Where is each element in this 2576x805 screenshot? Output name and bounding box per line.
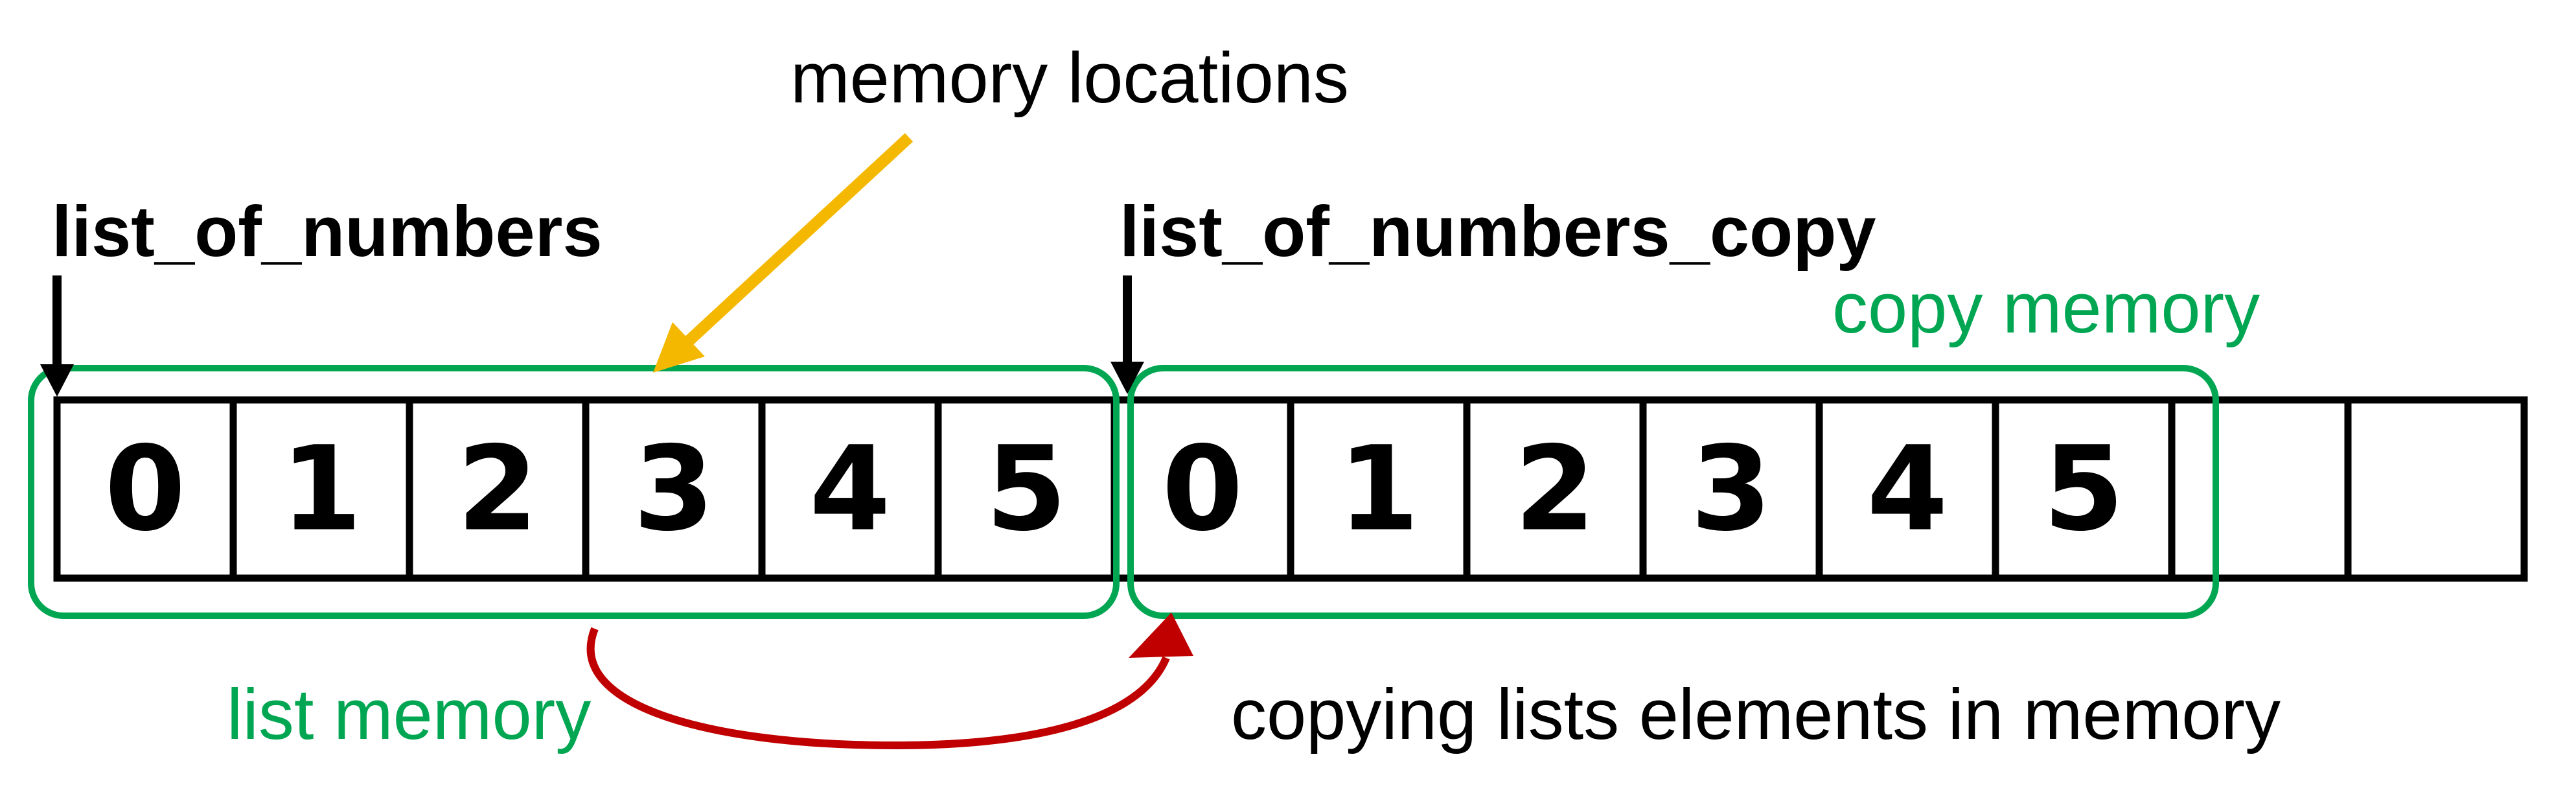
memory-cell-value: 3 (633, 422, 714, 557)
memory-cell-value: 4 (1867, 422, 1948, 557)
memory-cell (1463, 396, 1647, 582)
memory-cell-value: 2 (457, 422, 538, 557)
copying-caption: copying lists elements in memory (1231, 675, 2281, 754)
memory-cell (53, 396, 237, 582)
copy-memory-outline (1127, 365, 2219, 619)
memory-cell-value: 0 (1162, 422, 1243, 557)
memory-locations-label: memory locations (790, 38, 1349, 118)
copy-pointer-arrow (1110, 275, 1144, 394)
memory-cell-value: 2 (1514, 422, 1595, 557)
memory-cell (1639, 396, 1823, 582)
memory-cell (1110, 396, 1294, 582)
list-memory-label: list memory (227, 675, 591, 754)
memory-cell (934, 396, 1118, 582)
memory-cell-value: 1 (281, 422, 362, 557)
memory-cell (758, 396, 942, 582)
memory-cell-value: 0 (104, 422, 185, 557)
list-of-numbers-copy-label: list_of_numbers_copy (1120, 192, 1876, 272)
list-of-numbers-label: list_of_numbers (52, 192, 603, 272)
memory-cell (2168, 396, 2352, 582)
memory-cell-value: 4 (809, 422, 890, 557)
copy-curve-arrow (586, 612, 1193, 750)
memory-cell-value: 1 (1338, 422, 1419, 557)
memory-cell (229, 396, 413, 582)
memory-cell (2344, 396, 2528, 582)
copy-memory-label: copy memory (1832, 268, 2260, 348)
memory-cell-value: 3 (1690, 422, 1771, 557)
memory-cell-value: 5 (985, 422, 1066, 557)
memory-locations-arrow (653, 133, 914, 373)
memory-cell (406, 396, 590, 582)
memory-cell (1992, 396, 2176, 582)
list-memory-outline (28, 365, 1120, 619)
memory-cell (1287, 396, 1471, 582)
memory-cell-value: 5 (2043, 422, 2124, 557)
list-pointer-arrow (40, 275, 74, 397)
